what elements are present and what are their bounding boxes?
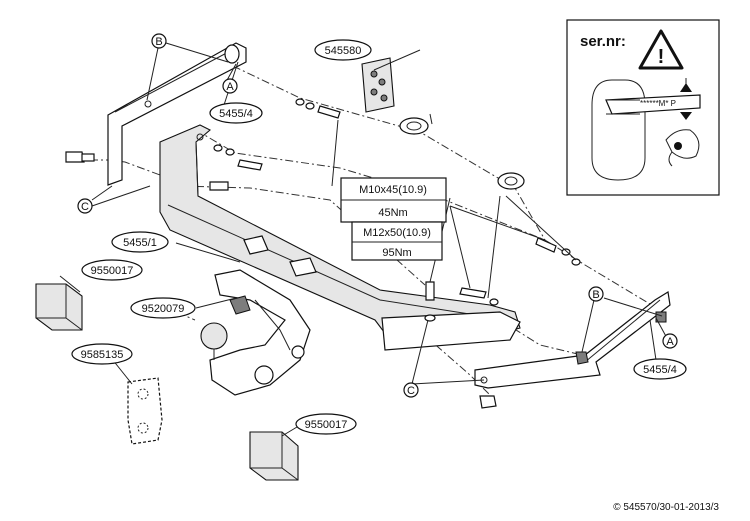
m10-spec: M10x45(10.9): [359, 184, 427, 196]
label-9550017-left-text: 9550017: [91, 265, 134, 277]
serial-plate-text: ******M* P: [640, 99, 676, 108]
bolt-kit-bag: [361, 57, 395, 113]
label-9520079: 9520079: [130, 297, 196, 319]
left-bracket-bolt: [65, 151, 95, 163]
warning-triangle-icon: !: [638, 29, 684, 70]
label-5455-1: 5455/1: [111, 231, 169, 253]
label-9585135: 9585135: [71, 343, 133, 365]
right-bracket-bolt: [479, 395, 497, 409]
m12-torque: 95Nm: [382, 247, 411, 259]
callout-c-left: C: [77, 198, 93, 214]
callout-c-bottom: C: [403, 382, 419, 398]
bolts: [209, 98, 581, 322]
m12-spec: M12x50(10.9): [363, 227, 431, 239]
label-9550017-bottom-text: 9550017: [305, 419, 348, 431]
right-side-bracket: [474, 291, 671, 389]
lock-washer-right: [497, 172, 525, 190]
m10-torque: 45Nm: [378, 207, 407, 219]
label-5455-4-right-text: 5455/4: [643, 364, 677, 376]
lock-washer-top: [399, 117, 429, 135]
callout-a-right: A: [662, 333, 678, 349]
svg-text:C: C: [81, 201, 89, 213]
label-9550017-bottom: 9550017: [295, 413, 357, 435]
svg-text:B: B: [155, 36, 162, 48]
svg-text:A: A: [226, 81, 234, 93]
torque-box-m12: M12x50(10.9) 95Nm: [351, 221, 443, 261]
label-5455-4-right: 5455/4: [633, 358, 687, 380]
label-5455-1-text: 5455/1: [123, 237, 157, 249]
crossbar: [159, 124, 521, 351]
label-545580-text: 545580: [325, 45, 362, 57]
label-545580: 545580: [314, 39, 372, 61]
serial-title: ser.nr:: [580, 33, 626, 50]
callout-a-left: A: [222, 78, 238, 94]
serial-number-box: ser.nr: ! ******M* P: [566, 19, 720, 196]
label-5455-4-left-text: 5455/4: [219, 108, 253, 120]
ball-neck: [200, 269, 311, 396]
label-9520079-text: 9520079: [142, 303, 185, 315]
eye-icon: [665, 129, 700, 167]
callout-b-right: B: [588, 286, 604, 302]
socket-plate: [127, 377, 163, 445]
sticker-bottom: [249, 431, 299, 481]
copyright-text: © 545570/30-01-2013/3: [613, 502, 719, 513]
svg-text:A: A: [666, 336, 674, 348]
label-9585135-text: 9585135: [81, 349, 124, 361]
torque-box-m10: M10x45(10.9) 45Nm: [340, 177, 447, 223]
svg-text:B: B: [592, 289, 599, 301]
svg-text:C: C: [407, 385, 415, 397]
sticker-left: [35, 283, 83, 331]
callout-b-left: B: [151, 33, 167, 49]
label-9550017-left: 9550017: [81, 259, 143, 281]
svg-text:!: !: [658, 46, 665, 68]
label-5455-4-left: 5455/4: [209, 102, 263, 124]
